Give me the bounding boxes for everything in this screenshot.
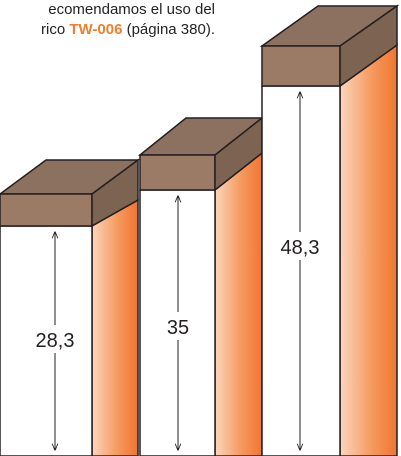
profile-block-2: 35: [137, 116, 265, 456]
caption-line-2: rico TW-006 (página 380).: [0, 20, 215, 40]
caption-line-1: ecomendamos el uso del: [48, 1, 215, 18]
block-1-side-face: [91, 198, 139, 456]
profile-block-1: 28,3: [0, 158, 141, 456]
block-3-front-face: [261, 85, 341, 456]
caption-prefix: rico: [41, 21, 70, 38]
dimension-label-1: 28,3: [36, 330, 75, 352]
dimension-label-2: 35: [167, 317, 189, 339]
recommendation-caption: ecomendamos el uso del rico TW-006 (pági…: [0, 0, 215, 40]
block-3-side-face: [339, 43, 398, 456]
dimension-label-3: 48,3: [281, 237, 320, 259]
caption-page-ref: (página 380).: [122, 21, 215, 38]
block-3-cap-front: [261, 45, 341, 87]
block-1-cap-side: [91, 158, 139, 228]
profile-block-3: 48,3: [259, 4, 400, 456]
product-code-link: TW-006: [69, 21, 123, 38]
block-2-side-face: [214, 151, 263, 456]
block-1-cap-front: [0, 193, 93, 227]
block-2-cap-front: [139, 154, 216, 191]
block-3-cap-side: [339, 4, 398, 88]
